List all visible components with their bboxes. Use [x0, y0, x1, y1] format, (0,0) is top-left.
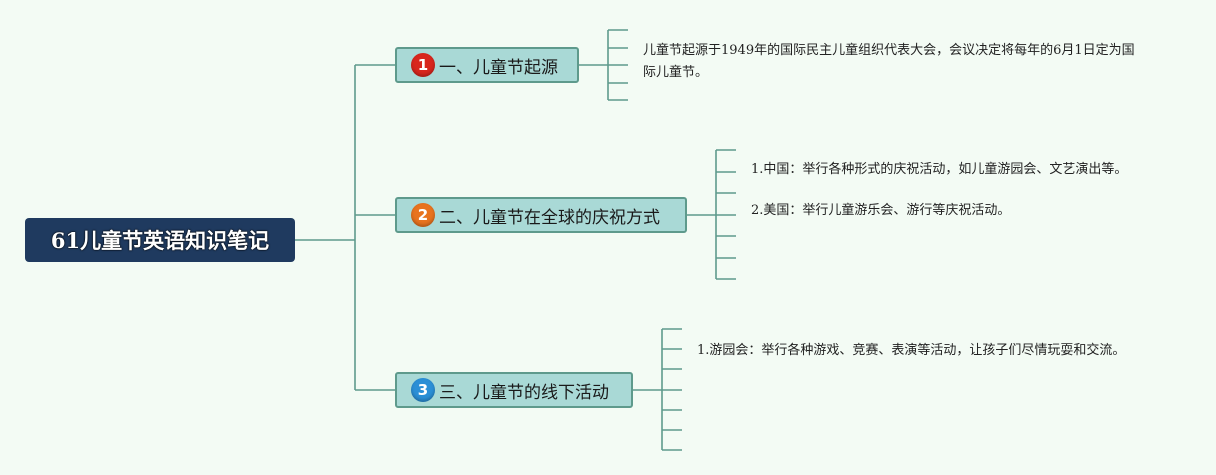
branch-topic-label: 三、儿童节的线下活动: [439, 382, 609, 403]
root-topic[interactable]: 61儿童节英语知识笔记: [25, 218, 295, 262]
leaf-topic-label: 儿童节起源于1949年的国际民主儿童组织代表大会，会议决定将每年的6月1日定为国…: [643, 43, 1135, 80]
branch-topic-global-celebration[interactable]: 2 二、儿童节在全球的庆祝方式: [395, 197, 687, 233]
leaf-topic-garden-party[interactable]: 1.游园会：举行各种游戏、竞赛、表演等活动，让孩子们尽情玩耍和交流。: [697, 340, 1125, 362]
leaf-topic-china[interactable]: 1.中国：举行各种形式的庆祝活动，如儿童游园会、文艺演出等。: [751, 159, 1127, 181]
leaf-topic-origin-detail[interactable]: 儿童节起源于1949年的国际民主儿童组织代表大会，会议决定将每年的6月1日定为国…: [643, 40, 1143, 84]
root-topic-label: 61儿童节英语知识笔记: [50, 228, 270, 253]
number-badge-3: 3: [411, 378, 435, 402]
branch-topic-origin[interactable]: 1 一、儿童节起源: [395, 47, 579, 83]
leaf-topic-label: 1.中国：举行各种形式的庆祝活动，如儿童游园会、文艺演出等。: [751, 162, 1128, 177]
branch-topic-offline-activities[interactable]: 3 三、儿童节的线下活动: [395, 372, 633, 408]
branch-topic-label: 一、儿童节起源: [439, 57, 558, 78]
leaf-topic-label: 2.美国：举行儿童游乐会、游行等庆祝活动。: [751, 203, 1011, 218]
branch-topic-label: 二、儿童节在全球的庆祝方式: [439, 207, 660, 228]
leaf-topic-usa[interactable]: 2.美国：举行儿童游乐会、游行等庆祝活动。: [751, 200, 1010, 222]
number-badge-1: 1: [411, 53, 435, 77]
leaf-topic-label: 1.游园会：举行各种游戏、竞赛、表演等活动，让孩子们尽情玩耍和交流。: [697, 343, 1126, 358]
number-badge-2: 2: [411, 203, 435, 227]
